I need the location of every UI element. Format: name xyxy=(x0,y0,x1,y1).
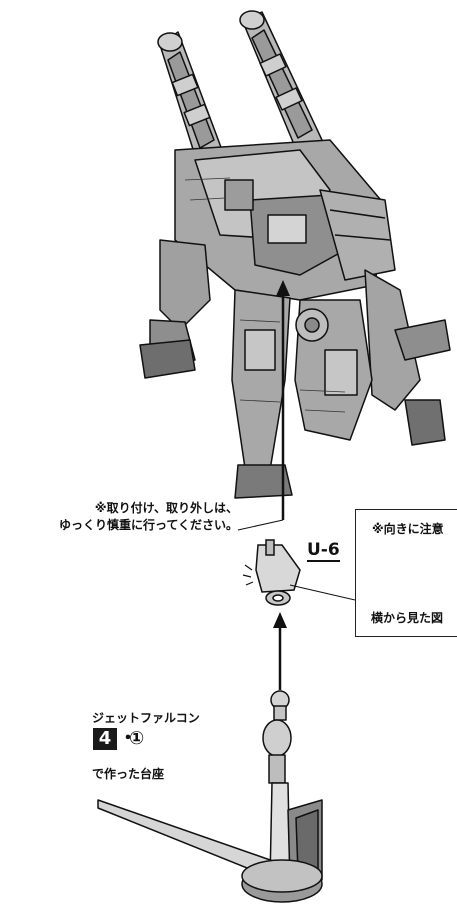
robot-left-arm xyxy=(139,239,211,379)
part-label-text: U-6 xyxy=(307,540,340,562)
orientation-callout-box xyxy=(355,509,457,637)
step-separator: ・ xyxy=(119,728,137,749)
note-leader-line xyxy=(237,519,284,531)
left-cannon xyxy=(157,31,223,166)
lower-arrow xyxy=(273,612,287,690)
orientation-callout-title: ※向きに注意 xyxy=(372,522,444,536)
stand-source-title: ジェットファルコン xyxy=(92,711,200,725)
robot-left-leg xyxy=(231,289,293,499)
handling-note: ※取り付け、取り外しは、 ゆっくり慎重に行ってください。 xyxy=(6,500,238,534)
robot-figure xyxy=(139,10,451,499)
part-u6 xyxy=(255,539,301,606)
callout-leader xyxy=(289,584,356,601)
upper-arrow xyxy=(276,280,290,520)
stand-caption: で作った台座 xyxy=(92,767,165,781)
robot-right-arm xyxy=(364,269,451,446)
part-motion-ticks xyxy=(242,564,254,586)
right-cannon xyxy=(239,10,323,155)
orientation-callout-caption: 横から見た図 xyxy=(371,611,444,625)
step-sub-number: ① xyxy=(129,728,145,749)
handling-note-line-1: ※取り付け、取り外しは、 xyxy=(94,501,238,515)
handling-note-line-2: ゆっくり慎重に行ってください。 xyxy=(58,518,238,532)
robot-right-leg xyxy=(294,299,373,441)
stand-base xyxy=(97,690,323,903)
part-label: U-6 xyxy=(307,540,340,562)
robot-shoulder-plate xyxy=(319,189,396,281)
step-number-badge: 4 xyxy=(93,728,117,750)
